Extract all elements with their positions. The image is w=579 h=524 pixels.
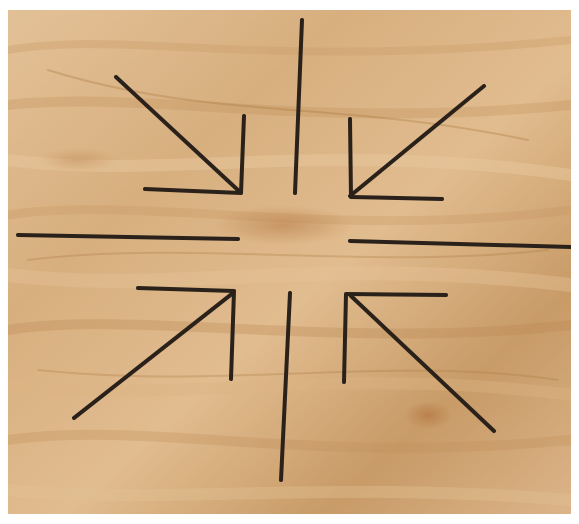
wood-board: [8, 10, 571, 514]
wood-knot-lower-right: [404, 401, 452, 429]
wood-knot-left: [38, 148, 118, 172]
wood-board-illustration: [8, 10, 571, 514]
